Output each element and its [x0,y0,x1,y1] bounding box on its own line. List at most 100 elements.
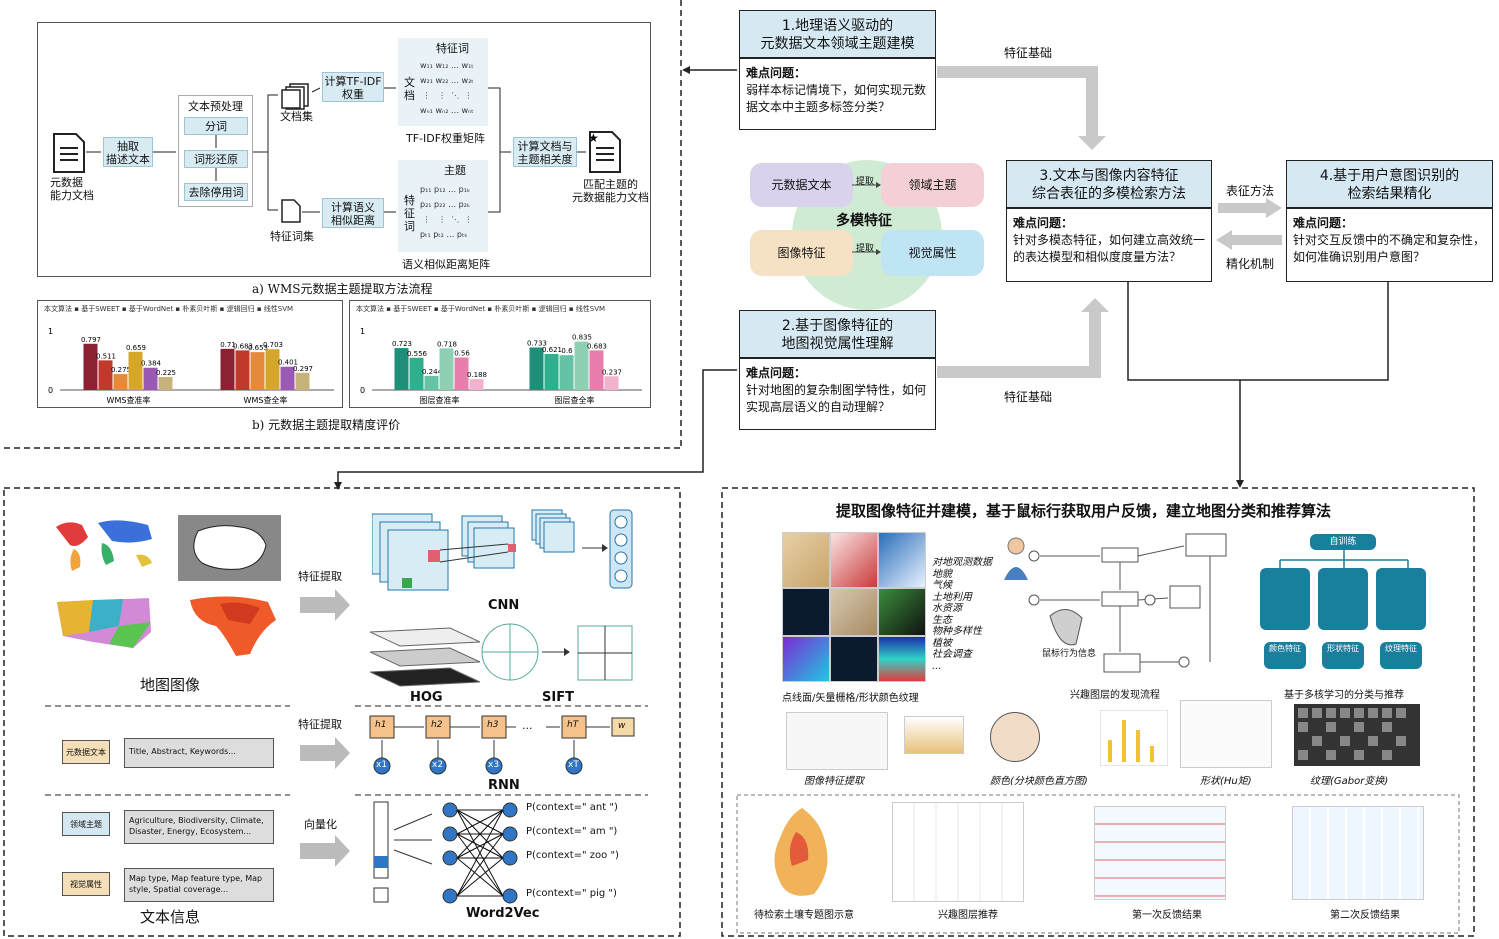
sift-label: SIFT [542,690,574,705]
legend-item: 线性SVM [263,305,294,313]
bar [128,351,143,390]
color-blocks-circle [990,712,1040,762]
bar-value-label: 0.244 [422,368,443,376]
y-tick-label: 0 [360,386,365,395]
svg-text:★: ★ [588,131,599,145]
tfidf-matrix-cells: w₁₁ w₁₂ … w₁ₜ w₂₁ w₂₂ … w₂ₜ ⋮ ⋮ ⋱ ⋮ wₙ₁ … [420,61,474,115]
semantic-matrix [398,160,488,252]
tree-root: 自训练 [1310,534,1376,550]
result-caption-4: 第二次反馈结果 [1330,910,1400,921]
recommend-grid [892,802,1024,902]
category-label: 图层查准率 [420,395,460,405]
tfidf-matrix-caption: TF-IDF权重矩阵 [406,132,486,145]
word2vec-label: Word2Vec [466,906,540,921]
task4-problem-label: 难点问题： [1293,216,1354,230]
hog-sift-diagram [370,623,633,687]
output-doc-icon: ★ [588,131,621,173]
samples-caption: 点线面/矢量栅格/形状颜色纹理 [782,693,919,704]
result-caption-2: 兴趣图层推荐 [938,910,998,921]
text-info-label: 文本信息 [140,908,201,926]
multikernel-caption: 基于多核学习的分类与推荐 [1284,690,1404,701]
result-caption-1: 待检索土壤专题图示意 [754,910,854,921]
image-feature-node: 图像特征 [750,230,853,276]
task1-problem-label: 难点问题： [746,66,807,80]
rnn-h3: h3 [487,720,499,730]
rnn-hT: hT [567,720,579,730]
chart2-legend: 本文算法 ▪ 基于SWEET ▪ 基于WordNet ▪ 朴素贝叶斯 ▪ 逻辑回… [356,305,606,313]
calc-relevance-box: 计算文档与 主题相关度 [513,137,577,167]
task2-title: 2.基于图像特征的 地图视觉属性理解 [739,310,936,358]
preprocess-frame [178,95,253,207]
task2-body: 难点问题： 针对地图的复杂制图学特性，如何实现高层语义的自动理解？ [739,358,936,430]
step-segmentation: 分词 [184,117,248,135]
bottom-right-title: 提取图像特征并建模，基于鼠标行获取用户反馈，建立地图分类和推荐算法 [836,502,1332,520]
rnn-x2: x2 [432,760,444,770]
category-item: 物种多样性 [932,626,982,637]
category-label: WMS查全率 [244,395,288,405]
category-item: 气候 [932,580,952,591]
legend-item: 本文算法 [356,305,384,313]
bar [574,341,589,390]
p-pig: P(context=" pig ") [526,888,617,899]
sample-map-grid [782,532,926,682]
bar [280,366,295,390]
feature-basis-bottom: 特征基础 [1004,390,1053,404]
gabor-texture-grid [1294,704,1420,766]
bar [113,374,128,390]
bar-value-label: 0.56 [454,350,470,358]
bar [544,353,559,390]
rnn-diagram [369,715,635,775]
bar-value-label: 0.237 [602,368,622,376]
legend-item: 基于SWEET [393,305,432,313]
bar-value-label: 0.225 [156,369,176,377]
bar-value-label: 0.835 [572,334,592,342]
bar [589,350,604,390]
sample-map [782,532,830,588]
visual-attr-tag: 视觉属性 [62,872,110,896]
tfidf-matrix [398,38,488,126]
task3-body: 难点问题： 针对多模态特征，如何建立高效统一的表达模型和相似度度量方法？ [1006,208,1212,282]
feat-extract-label-2: 特征提取 [298,718,342,731]
kernel-column [1376,568,1426,630]
category-item: ... [932,660,942,672]
task3-title: 3.文本与图像内容特征 综合表征的多模检索方法 [1006,160,1212,208]
semantic-matrix-caption: 语义相似距离矩阵 [402,258,490,271]
calc-semantic-box: 计算语义 相似距离 [322,198,384,228]
feat-extract-label-1: 特征提取 [298,570,342,583]
panel-a-caption: a) WMS元数据主题提取方法流程 [252,282,433,296]
color-caption: 颜色(分块颜色直方图) [990,776,1088,787]
chart1-frame [37,300,343,408]
multimodal-center-label: 多模特征 [836,213,892,229]
bar-value-label: 0.297 [293,365,313,373]
map-images-label: 地图图像 [140,676,201,694]
bar-value-label: 0.384 [141,360,162,368]
bar [424,375,439,390]
africa-map-image [190,596,276,656]
calc-tfidf-box: 计算TF-IDF 权重 [322,72,384,102]
bar-value-label: 0.659 [126,344,146,352]
extract-label-top: 提取 [856,177,875,187]
texture-caption: 纹理(Gabor变换) [1310,776,1389,787]
sample-map [878,532,926,588]
bar-value-label: 0.71 [220,341,236,349]
panel-b-caption: b) 元数据主题提取精度评价 [252,418,401,432]
domain-topic-node: 领域主题 [881,163,984,207]
tfidf-matrix-side: 文 档 [404,76,415,102]
category-item: 水资源 [932,603,962,614]
task4-problem: 针对交互反馈中的不确定和复杂性，如何准确识别用户意图？ [1293,233,1486,264]
rnn-h1: h1 [375,720,387,730]
bar [604,376,619,390]
bar-value-label: 0.401 [278,359,298,367]
preprocess-title: 文本预处理 [188,100,243,113]
chart1-legend: 本文算法 ▪ 基于SWEET ▪ 基于WordNet ▪ 朴素贝叶斯 ▪ 逻辑回… [44,305,294,313]
task2-problem-label: 难点问题： [746,366,807,380]
legend-item: 线性SVM [575,305,606,313]
category-item: 土地利用 [932,591,972,603]
rnn-h2: h2 [431,720,443,730]
y-tick-label: 1 [360,327,365,336]
output-doc-label: 匹配主题的 元数据能力文档 [572,178,649,204]
field1-box: Title, Abstract, Keywords... [124,738,274,768]
domain-topic-tag: 领域主题 [62,812,110,836]
